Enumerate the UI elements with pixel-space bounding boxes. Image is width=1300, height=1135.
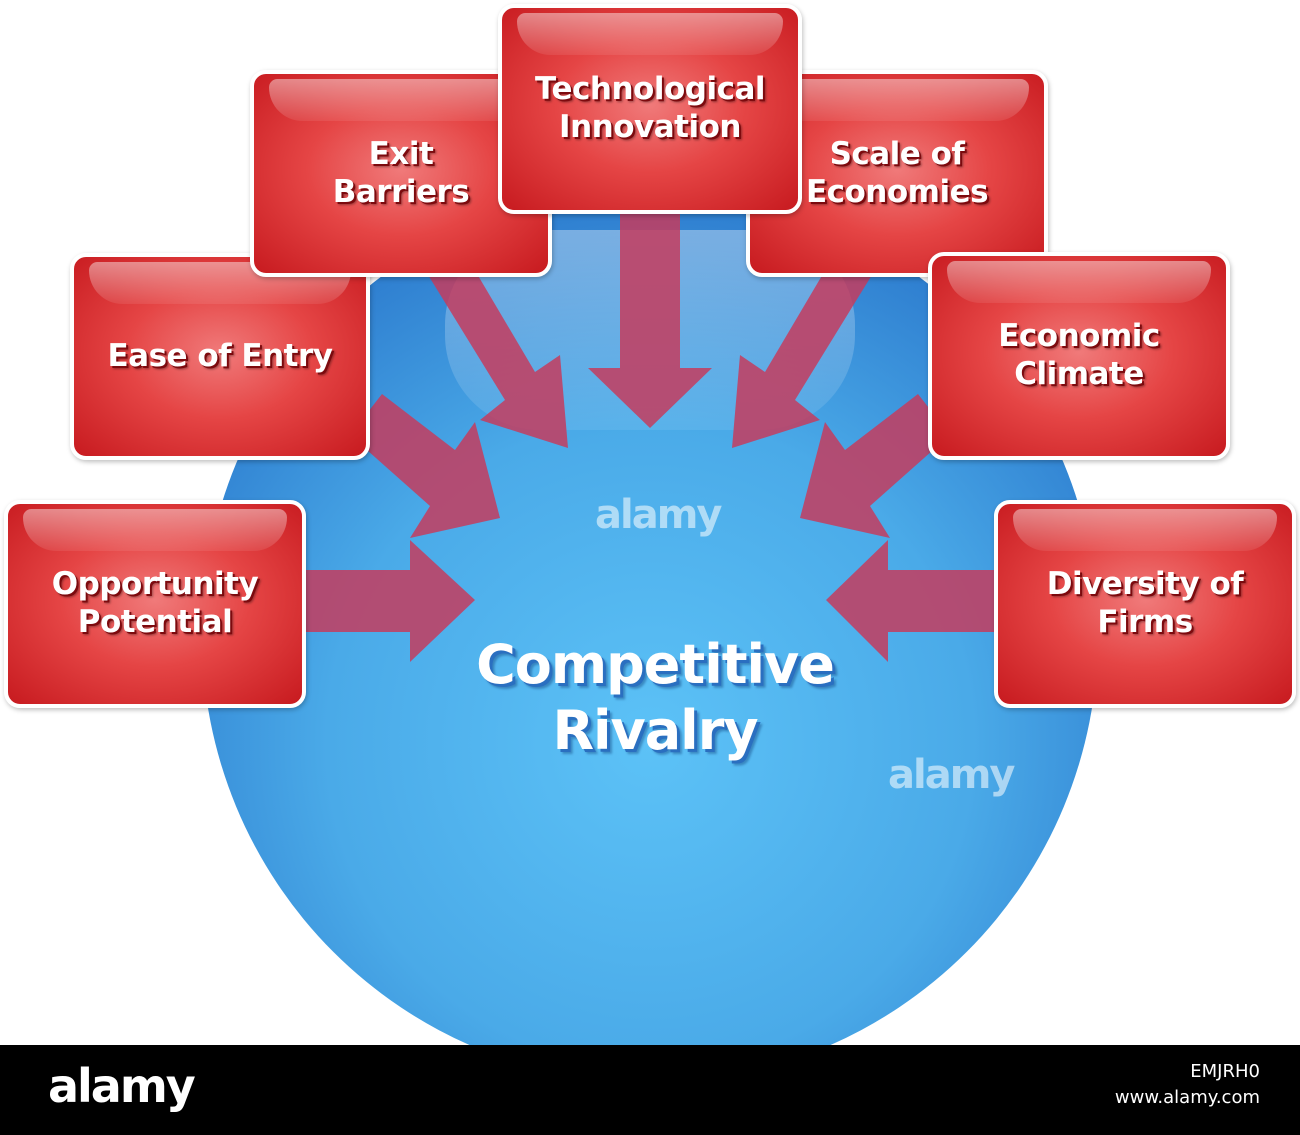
diagram-artwork — [202, 187, 1098, 1045]
factor-label: Scale of Economies — [805, 135, 989, 210]
factor-label: Economic Climate — [998, 318, 1160, 392]
image-credit: EMJRH0 www.alamy.com — [1115, 1059, 1260, 1111]
factor-box-technological-innovation: Technological Innovation — [498, 4, 802, 214]
factor-box-opportunity-potential: Opportunity Potential — [4, 500, 306, 708]
center-circle — [202, 187, 1098, 1045]
stock-footer-bar: alamy EMJRH0 www.alamy.com — [0, 1045, 1300, 1135]
factor-box-economic-climate: Economic Climate — [928, 252, 1230, 460]
watermark: alamy — [595, 492, 722, 538]
factor-label: Diversity of Firms — [1046, 566, 1244, 640]
competitive-rivalry-diagram: Opportunity Potential Ease of Entry Exit… — [4, 4, 1296, 1045]
arrow-tech — [588, 205, 712, 428]
factor-box-diversity-of-firms: Diversity of Firms — [994, 500, 1296, 708]
watermark: alamy — [888, 752, 1015, 798]
factor-box-ease-of-entry: Ease of Entry — [70, 253, 370, 460]
arrow-ease — [350, 394, 500, 538]
arrow-diversity — [826, 540, 1000, 662]
site-url: www.alamy.com — [1114, 1087, 1260, 1109]
arrow-opportunity — [300, 540, 475, 662]
arrows — [300, 205, 1000, 662]
factor-label: Technological Innovation — [534, 71, 766, 145]
image-id: EMJRH0 — [1190, 1061, 1260, 1082]
arrow-exit — [425, 262, 568, 448]
arrow-scale — [732, 262, 875, 448]
alamy-logo: alamy — [48, 1059, 196, 1113]
factor-label: Ease of Entry — [107, 337, 333, 374]
factor-box-scale-of-economies: Scale of Economies — [746, 70, 1048, 277]
factor-label: Exit Barriers — [332, 135, 470, 210]
factor-label: Opportunity Potential — [51, 566, 259, 640]
center-title: Competitive Rivalry — [476, 633, 835, 762]
arrow-economic — [800, 394, 950, 538]
